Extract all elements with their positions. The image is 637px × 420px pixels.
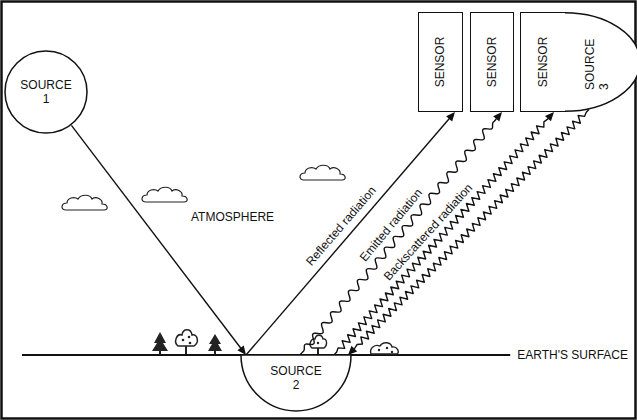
leaf-dot — [378, 349, 380, 351]
half-circle-outline — [241, 355, 351, 411]
tree-crown — [152, 332, 168, 351]
cloud — [300, 165, 345, 180]
bush-tree — [176, 330, 198, 354]
arrowhead — [493, 112, 502, 121]
conifer-tree — [152, 332, 168, 354]
arrowhead — [545, 112, 554, 121]
shrub — [371, 343, 399, 354]
zigzag-ray — [334, 116, 550, 355]
leaf-dot — [391, 351, 393, 353]
radiation-connector — [300, 112, 502, 355]
zigzag-ray — [352, 109, 589, 350]
node-label: SOURCE 3 — [583, 34, 611, 90]
radiation-connector — [348, 109, 589, 355]
tree-trunk — [317, 348, 319, 354]
atmosphere-label: ATMOSPHERE — [190, 210, 275, 224]
circle-outline — [5, 51, 87, 133]
radiation-connector — [334, 112, 554, 355]
surface-label: EARTH'S SURFACE — [516, 348, 629, 362]
source-half-circle: SOURCE 3 — [565, 12, 637, 112]
arrowhead — [237, 345, 246, 355]
sensor-box: SENSOR — [470, 12, 514, 112]
leaf-dot — [317, 342, 319, 344]
tree-crown — [208, 334, 222, 351]
tree-trunk — [214, 350, 216, 354]
ray-line — [71, 125, 242, 350]
source-circle: SOURCE 1 — [4, 50, 88, 134]
shrub-crown — [371, 343, 399, 354]
leaf-dot — [386, 347, 388, 349]
source-half-circle: SOURCE 2 — [240, 355, 352, 412]
leaf-dot — [188, 336, 191, 339]
node-label: SENSOR — [434, 37, 448, 88]
node-label: SOURCE 2 — [268, 364, 324, 392]
cloud — [142, 187, 187, 202]
tree-trunk — [159, 350, 161, 354]
node-outline — [565, 12, 637, 112]
arrowhead — [446, 112, 455, 121]
tree-crown — [176, 330, 198, 346]
sensor-box: SENSOR — [418, 12, 463, 112]
node-label: SENSOR — [536, 37, 550, 88]
cloud — [62, 195, 107, 210]
half-circle-outline — [565, 13, 637, 112]
conifer-tree — [208, 334, 222, 354]
sensor-box: SENSOR — [520, 12, 566, 112]
radiation-connector — [71, 125, 246, 355]
leaf-dot — [182, 339, 185, 342]
node-label: SENSOR — [485, 37, 499, 88]
tree-trunk — [185, 346, 187, 354]
arrowhead — [348, 346, 357, 355]
node-label: SOURCE 1 — [18, 78, 74, 106]
leaf-dot — [189, 342, 192, 345]
